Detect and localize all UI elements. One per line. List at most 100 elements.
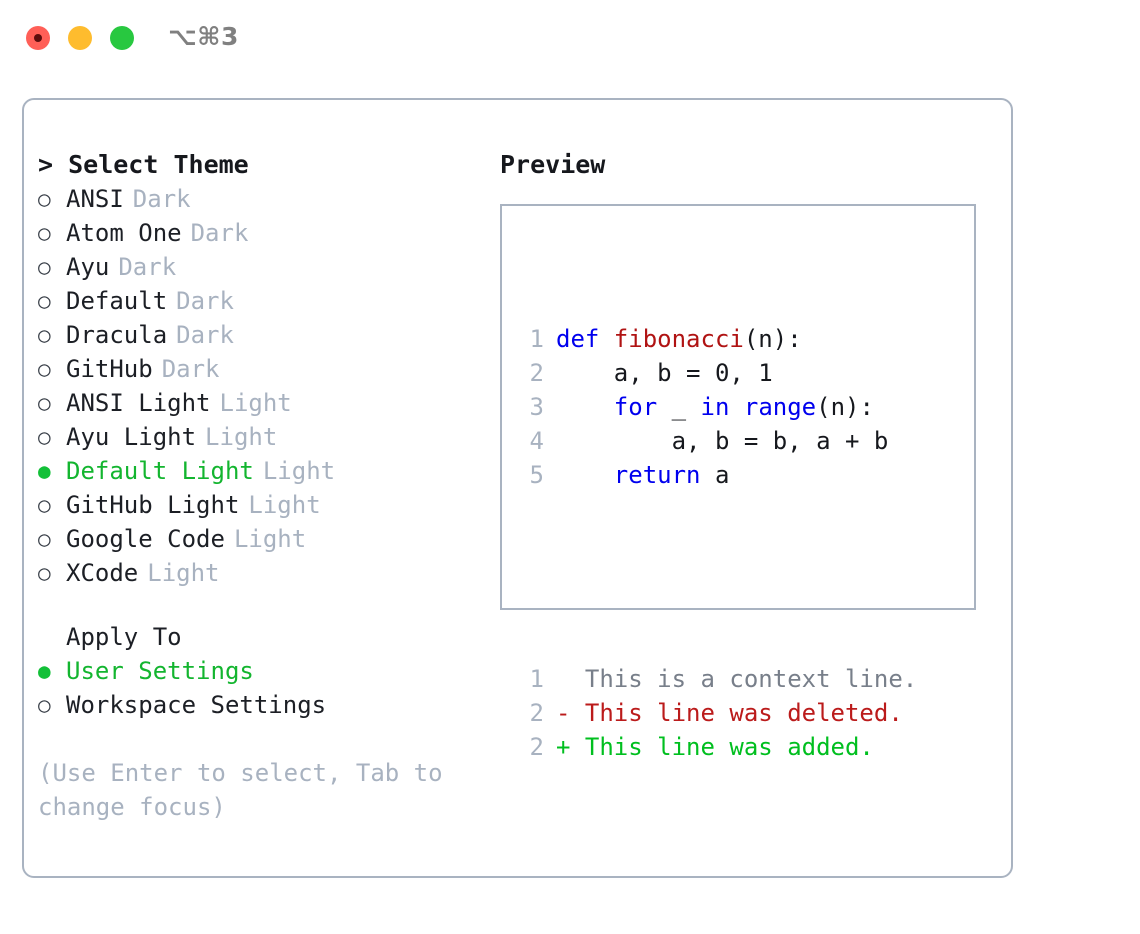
theme-name: Dracula	[66, 321, 168, 349]
code-token: a	[700, 461, 730, 489]
theme-variant-tag: Light	[147, 559, 220, 587]
theme-variant-tag: Dark	[176, 287, 234, 315]
code-line: 2 a, b = 0, 1	[518, 356, 917, 390]
traffic-light-group	[26, 26, 134, 50]
code-token: in	[700, 393, 730, 421]
code-token: a, b = b, a + b	[556, 427, 889, 455]
theme-option-xcode[interactable]: ○ XCode Light	[38, 556, 490, 590]
theme-variant-tag: Light	[219, 389, 292, 417]
apply-to-label: User Settings	[66, 657, 254, 685]
theme-name: XCode	[66, 559, 139, 587]
theme-option-google-code[interactable]: ○ Google Code Light	[38, 522, 490, 556]
theme-option-github-light[interactable]: ○ GitHub Light Light	[38, 488, 490, 522]
diff-line-ctx: 1 This is a context line.	[518, 662, 918, 696]
apply-to-heading: Apply To	[66, 623, 182, 651]
line-number: 2	[529, 733, 544, 761]
diff-line-del: 2 - This line was deleted.	[518, 696, 917, 730]
theme-variant-tag: Light	[248, 491, 321, 519]
theme-variant-tag: Light	[233, 525, 307, 553]
select-theme-heading: > Select Theme	[38, 150, 249, 179]
diff-text: This is a context line.	[556, 665, 918, 693]
code-line: 1 def fibonacci(n):	[518, 322, 917, 356]
code-token: (n):	[816, 393, 874, 421]
theme-name: Atom One	[66, 219, 182, 247]
radio-unselected-icon: ○	[38, 221, 51, 245]
theme-variant-tag: Dark	[132, 185, 191, 213]
code-token: return	[613, 461, 701, 489]
theme-name: Ayu Light	[66, 423, 197, 451]
theme-variant-tag: Light	[262, 457, 336, 485]
theme-variant-tag: Light	[205, 423, 278, 451]
diff-lines: 1 This is a context line. 2 - This line wa…	[518, 662, 918, 764]
line-number: 5	[529, 461, 544, 489]
theme-name: GitHub	[66, 355, 153, 383]
theme-name: Default Light	[66, 457, 254, 485]
theme-variant-tag: Dark	[161, 355, 220, 383]
zoom-button[interactable]	[110, 26, 134, 50]
theme-option-github[interactable]: ○ GitHub Dark	[38, 352, 490, 386]
theme-option-ansi[interactable]: ○ ANSI Dark	[38, 182, 490, 216]
radio-unselected-icon: ○	[38, 527, 51, 551]
theme-name: GitHub Light	[66, 491, 240, 519]
line-number: 3	[529, 393, 544, 421]
radio-selected-icon: ●	[38, 659, 51, 683]
radio-unselected-icon: ○	[38, 493, 51, 517]
line-number: 2	[529, 699, 544, 727]
theme-option-dracula[interactable]: ○ Dracula Dark	[38, 318, 490, 352]
line-number: 2	[529, 359, 544, 387]
theme-option-ansi-light[interactable]: ○ ANSI Light Light	[38, 386, 490, 420]
close-button[interactable]	[26, 26, 50, 50]
code-token: fibonacci	[613, 325, 744, 353]
code-token: a, b = 0, 1	[556, 359, 773, 387]
theme-name: ANSI Light	[66, 389, 211, 417]
theme-variant-tag: Dark	[118, 253, 177, 281]
code-token: for	[613, 393, 658, 421]
keyboard-hint: (Use Enter to select, Tab to change focu…	[38, 759, 458, 821]
diff-text: - This line was deleted.	[556, 699, 903, 727]
radio-unselected-icon: ○	[38, 255, 51, 279]
preview-heading: Preview	[500, 150, 606, 179]
radio-unselected-icon: ○	[38, 357, 51, 381]
apply-to-option-user-settings[interactable]: ● User Settings	[38, 654, 490, 688]
code-line: 3 for _ in range(n):	[518, 390, 917, 424]
code-token	[729, 393, 743, 421]
theme-name: Ayu	[66, 253, 110, 281]
theme-name: Google Code	[66, 525, 225, 553]
theme-name: ANSI	[66, 185, 124, 213]
section-spacer	[38, 590, 490, 620]
line-number: 1	[529, 665, 544, 693]
radio-unselected-icon: ○	[38, 187, 51, 211]
hint-spacer	[38, 722, 490, 756]
code-diff-separator	[518, 560, 917, 594]
radio-unselected-icon: ○	[38, 391, 51, 415]
radio-unselected-icon: ○	[38, 323, 51, 347]
apply-to-option-workspace-settings[interactable]: ○Workspace Settings	[38, 688, 490, 722]
radio-unselected-icon: ○	[38, 561, 51, 585]
theme-variant-tag: Dark	[176, 321, 234, 349]
radio-unselected-icon: ○	[38, 289, 51, 313]
theme-option-ayu[interactable]: ○ Ayu Dark	[38, 250, 490, 284]
minimize-button[interactable]	[68, 26, 92, 50]
radio-unselected-icon: ○	[38, 693, 51, 717]
diff-line-add: 2 + This line was added.	[518, 730, 917, 764]
code-token: (n):	[743, 325, 802, 353]
title-bar: ⌥⌘3	[0, 0, 1140, 80]
diff-text: + This line was added.	[556, 733, 874, 761]
code-line: 4 a, b = b, a + b	[518, 424, 917, 458]
code-token	[556, 461, 614, 489]
code-line: 5 return a	[518, 458, 917, 492]
code-token: def	[556, 325, 614, 353]
line-number: 1	[529, 325, 544, 353]
apply-to-list: ● User Settings ○Workspace Settings	[38, 654, 490, 722]
code-token	[556, 393, 614, 421]
